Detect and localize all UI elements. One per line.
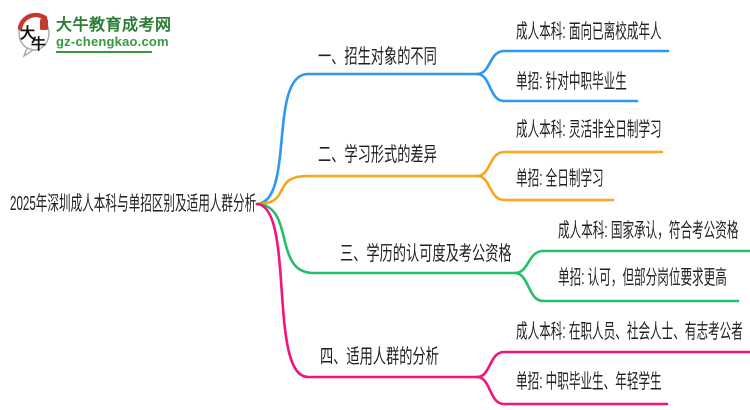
logo-bubble-tail: [22, 47, 35, 58]
site-logo: 大 牛 大牛教育成考网 gz-chengkao.com: [14, 10, 174, 62]
logo-site-domain: gz-chengkao.com: [56, 34, 169, 49]
branch-4-connector: [255, 202, 479, 379]
branch-2-child-2: 单招: 全日制学习: [516, 168, 604, 190]
logo-site-name: 大牛教育成考网: [56, 17, 172, 34]
logo-mascot: 大 牛: [17, 12, 50, 58]
branch-1-connector: [255, 72, 479, 206]
branch-3-child-1-underline: [513, 249, 750, 275]
logo-mark-char-2: 牛: [31, 35, 46, 53]
branch-2-connector: [255, 174, 479, 206]
branch-2-child-2-underline: [475, 174, 615, 202]
branch-4-child-1: 成人本科: 在职人员、社会人士、有志考公者: [516, 321, 743, 343]
logo-seal: [40, 19, 48, 30]
branch-3-connector: [255, 202, 517, 275]
branch-2-label: 二、学习形式的差异: [318, 144, 437, 166]
branch-1-child-2: 单招: 针对中职毕业生: [516, 71, 627, 93]
logo-red-arc: [17, 12, 48, 31]
branch-1-label: 一、招生对象的不同: [318, 46, 437, 68]
branch-3-child-1: 成人本科: 国家承认，符合考公资格: [558, 220, 739, 242]
logo-underline: [56, 51, 152, 53]
root-topic: 2025年深圳成人本科与单招区别及适用人群分析: [10, 193, 257, 215]
branch-2-child-1-underline: [475, 150, 664, 178]
branch-4-child-1-underline: [475, 350, 750, 379]
branch-2-child-1: 成人本科: 灵活非全日制学习: [516, 119, 662, 141]
branch-1-child-1-underline: [475, 49, 670, 76]
branch-3-child-2: 单招: 认可，但部分岗位要求更高: [558, 267, 727, 289]
branch-4-child-2: 单招: 中职毕业生、年轻学生: [516, 371, 662, 393]
branch-1-child-1: 成人本科: 面向已离校成年人: [516, 21, 662, 43]
logo-mark-char-1: 大: [20, 24, 35, 42]
branch-3-child-2-underline: [513, 271, 740, 303]
branch-3-label: 三、学历的认可度及考公资格: [340, 243, 512, 265]
branch-1-child-2-underline: [475, 72, 639, 103]
branch-4-child-2-underline: [475, 375, 669, 406]
branch-4-label: 四、适用人群的分析: [320, 346, 439, 368]
